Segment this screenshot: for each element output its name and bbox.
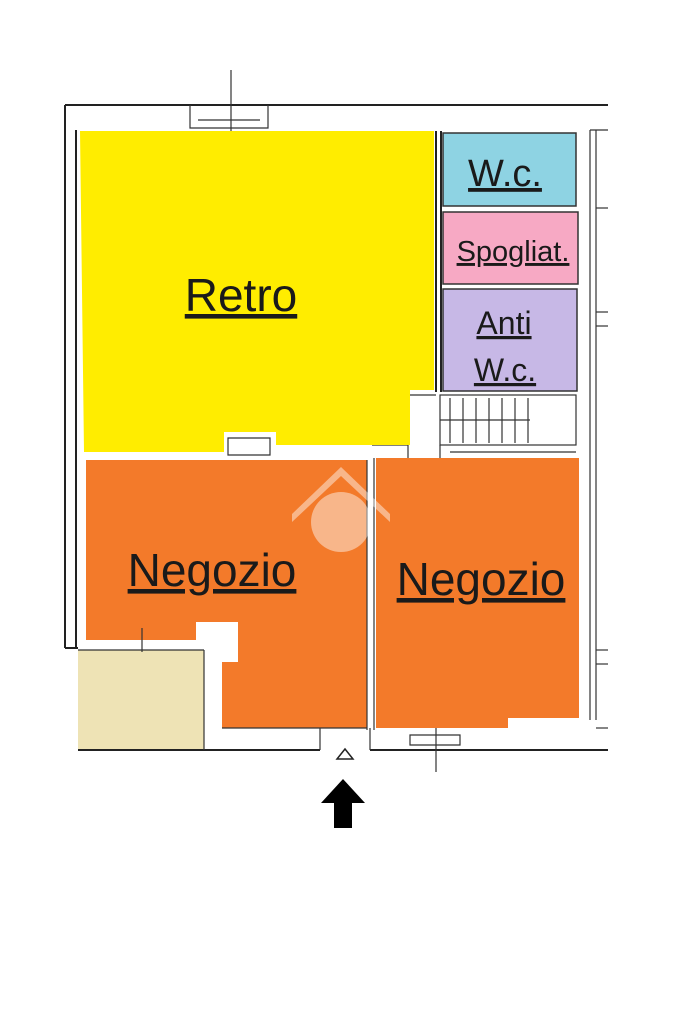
room-label-retro: Retro <box>185 269 297 321</box>
room-spogliatoio <box>442 211 579 285</box>
entrance-triangle-icon <box>335 747 355 760</box>
outer-walls <box>64 70 608 772</box>
room-negozio-right <box>376 458 579 728</box>
room-label-anti: Anti <box>476 305 531 341</box>
room-label-negozio-right: Negozio <box>397 553 566 605</box>
watermark-logo <box>292 467 390 552</box>
room-wc <box>442 132 577 207</box>
room-patio <box>78 650 204 749</box>
room-label-anti-wc: W.c. <box>474 352 536 388</box>
room-label-spogliatoio: Spogliat. <box>457 236 570 268</box>
room-label-negozio-left: Negozio <box>128 544 297 596</box>
room-retro <box>80 131 434 452</box>
staircase <box>439 394 577 460</box>
room-anti-wc <box>442 288 578 392</box>
entrance-arrow-icon <box>321 779 365 828</box>
room-negozio-left <box>86 460 367 728</box>
room-label-wc: W.c. <box>468 153 542 195</box>
inner-walls <box>78 131 442 750</box>
